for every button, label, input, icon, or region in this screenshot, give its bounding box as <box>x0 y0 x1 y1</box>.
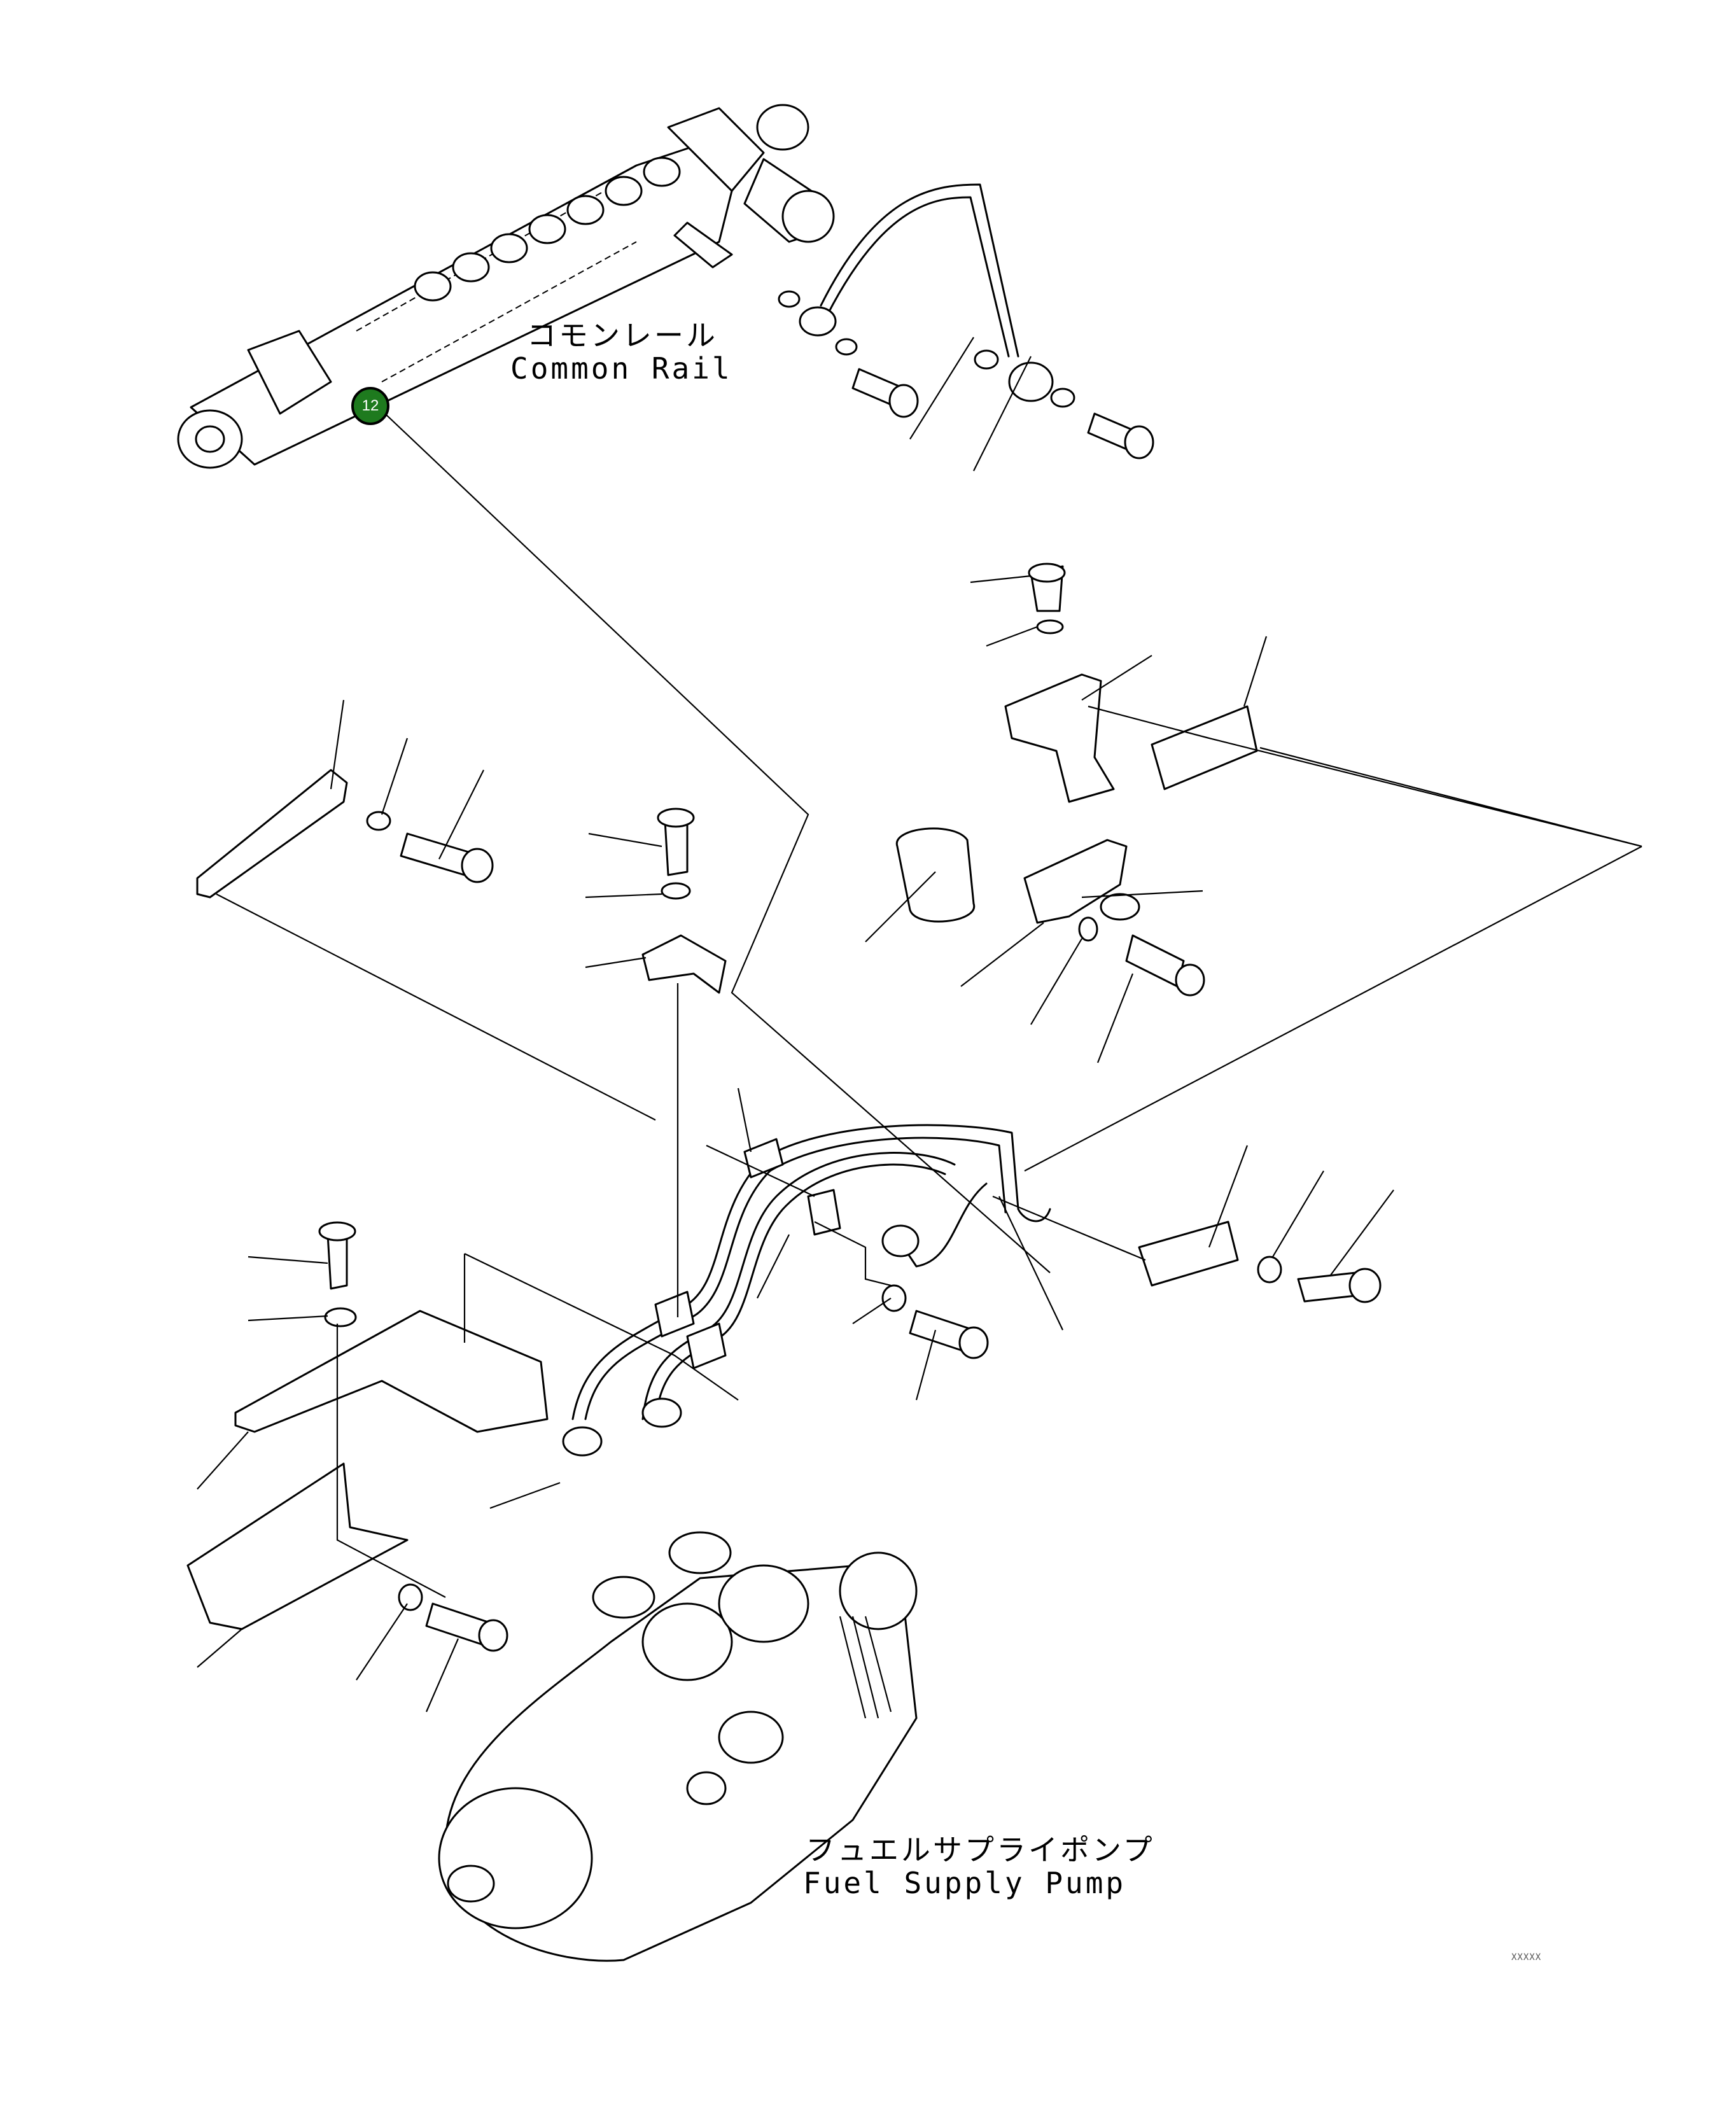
right-bracket-assembly[interactable] <box>896 563 1258 997</box>
drawing-code: ХХХХХ <box>1511 1952 1542 1963</box>
callout-badge-12[interactable]: 12 <box>351 387 389 425</box>
rail-hardware[interactable] <box>778 290 1154 459</box>
center-clamp-hardware[interactable] <box>641 808 727 994</box>
left-stay[interactable] <box>196 769 494 899</box>
left-brackets[interactable] <box>186 1221 549 1652</box>
common-rail-label-jp: コモンレール <box>527 318 718 353</box>
pump-label-en: Fuel Supply Pump <box>803 1866 1126 1900</box>
return-pipe[interactable] <box>799 183 1054 402</box>
pump-label-jp: フュエルサプライポンプ <box>806 1833 1155 1867</box>
fuel-injection-pipes[interactable] <box>562 1124 1051 1457</box>
rail-port-fittings <box>414 157 681 302</box>
leader-lines <box>197 337 1642 1712</box>
common-rail-label-en: Common Rail <box>510 351 732 386</box>
common-rail[interactable] <box>177 104 835 469</box>
fuel-supply-pump[interactable] <box>438 1531 918 1962</box>
pipe-clamps[interactable] <box>654 1138 1382 1369</box>
